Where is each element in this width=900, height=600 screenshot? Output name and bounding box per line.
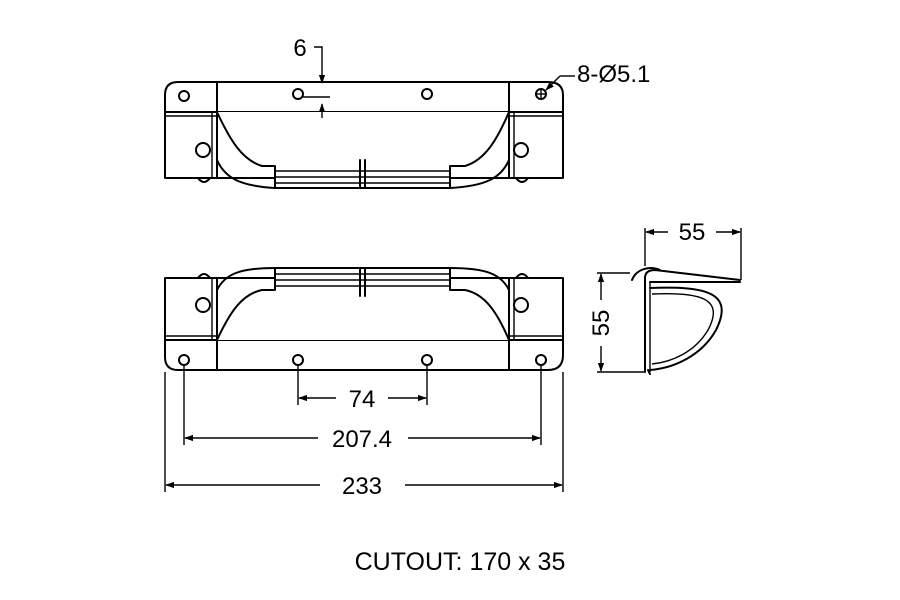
- dim-side-height: 55: [588, 310, 615, 337]
- cutout-note: CUTOUT: 170 x 35: [355, 548, 566, 576]
- dim-hole-pitch-inner: 74: [349, 386, 376, 413]
- dim-gap: 6: [293, 35, 306, 62]
- top-view-holes: [178, 88, 547, 158]
- top-view: 6 8-Ø5.1: [164, 35, 650, 189]
- dim-side-width: 55: [679, 219, 706, 246]
- front-view: [164, 267, 564, 371]
- dim-hole-pitch-outer: 207.4: [332, 426, 392, 453]
- side-view: 55 55: [588, 219, 742, 375]
- horizontal-dimensions: 74 207.4 233: [164, 366, 564, 500]
- dim-holes: 8-Ø5.1: [577, 61, 650, 88]
- dim-overall-length: 233: [342, 473, 382, 500]
- front-view-holes: [178, 297, 547, 366]
